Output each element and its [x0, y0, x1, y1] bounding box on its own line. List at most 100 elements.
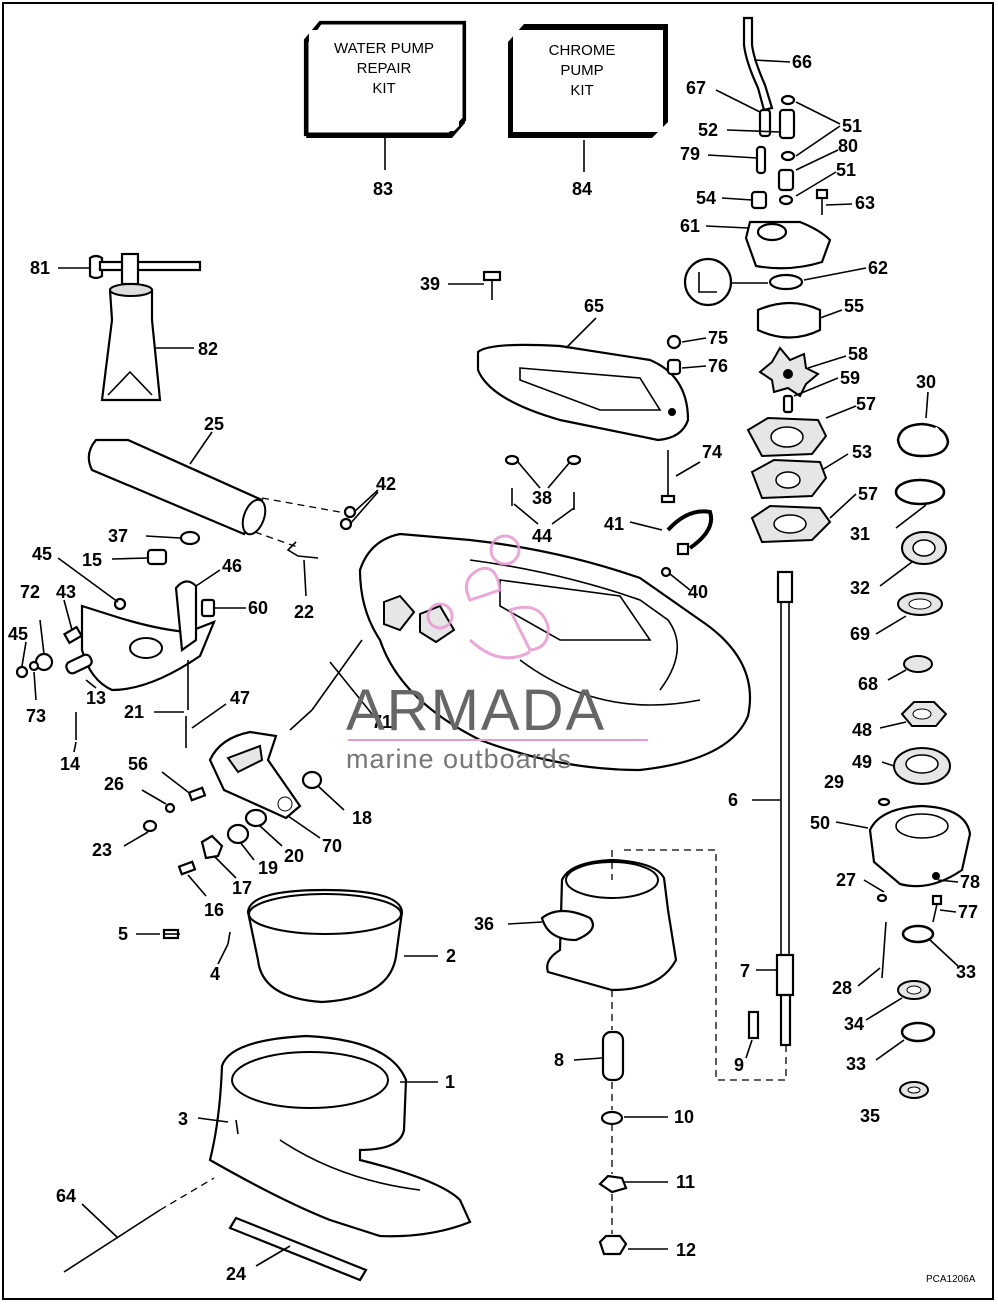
callout-67: 67 — [686, 78, 706, 98]
part-25-tube — [87, 438, 267, 536]
callout-9: 9 — [734, 1055, 744, 1075]
callout-22: 22 — [294, 602, 314, 622]
watermark-brand: ARMADA — [346, 678, 606, 743]
drawing-code: PCA1206A — [926, 1274, 976, 1285]
callout-numbers: 83 84 1 2 3 4 5 6 7 8 9 10 11 12 13 14 1… — [8, 52, 980, 1284]
callout-19: 19 — [258, 858, 278, 878]
callout-50: 50 — [810, 813, 830, 833]
callout-51-bottom: 51 — [836, 160, 856, 180]
water-pump-stack — [683, 16, 832, 544]
callout-79: 79 — [680, 144, 700, 164]
callout-33-top: 33 — [956, 962, 976, 982]
part-1-intake-housing — [208, 1034, 472, 1238]
callout-10: 10 — [674, 1107, 694, 1127]
callout-75: 75 — [708, 328, 728, 348]
callout-20: 20 — [284, 846, 304, 866]
callout-66: 66 — [792, 52, 812, 72]
callout-78: 78 — [960, 872, 980, 892]
kit-chrome-pump-line-2: PUMP — [560, 62, 603, 79]
callout-45-left: 45 — [8, 624, 28, 644]
part-2-liner — [246, 888, 404, 1004]
callout-25: 25 — [204, 414, 224, 434]
callout-53: 53 — [852, 442, 872, 462]
part-65-plate — [476, 343, 690, 442]
callout-27: 27 — [836, 870, 856, 890]
callout-62: 62 — [868, 258, 888, 278]
callout-55: 55 — [844, 296, 864, 316]
watermark-logo — [426, 534, 550, 660]
kit-water-pump-line-2: REPAIR — [357, 60, 412, 77]
part-24-strap — [228, 1216, 368, 1282]
callout-84: 84 — [572, 179, 592, 199]
part-64-pin — [63, 1209, 161, 1273]
callout-17: 17 — [232, 878, 252, 898]
callout-5: 5 — [118, 924, 128, 944]
callout-36: 36 — [474, 914, 494, 934]
callout-80: 80 — [838, 136, 858, 156]
callout-23: 23 — [92, 840, 112, 860]
callout-26: 26 — [104, 774, 124, 794]
callout-43: 43 — [56, 582, 76, 602]
callout-8: 8 — [554, 1050, 564, 1070]
callout-18: 18 — [352, 808, 372, 828]
kit-water-pump-line-1: WATER PUMP — [334, 40, 434, 57]
driveshaft — [775, 570, 795, 1047]
callout-2: 2 — [446, 946, 456, 966]
callout-56: 56 — [128, 754, 148, 774]
callout-42: 42 — [376, 474, 396, 494]
callout-57-bottom: 57 — [858, 484, 878, 504]
callout-45-top: 45 — [32, 544, 52, 564]
callout-4: 4 — [210, 964, 220, 984]
main-housing — [358, 532, 752, 772]
part-36-pump-housing — [540, 858, 678, 992]
hardware-small — [339, 270, 713, 578]
callout-65: 65 — [584, 296, 604, 316]
callout-35: 35 — [860, 1106, 880, 1126]
callout-12: 12 — [676, 1240, 696, 1260]
callout-70: 70 — [322, 836, 342, 856]
callout-76: 76 — [708, 356, 728, 376]
callout-21: 21 — [124, 702, 144, 722]
callout-15: 15 — [82, 550, 102, 570]
callout-24: 24 — [226, 1264, 246, 1284]
callout-49: 49 — [852, 752, 872, 772]
part-9 — [747, 1010, 760, 1040]
callout-59: 59 — [840, 368, 860, 388]
callout-77: 77 — [958, 902, 978, 922]
callout-29: 29 — [824, 772, 844, 792]
callout-7: 7 — [740, 961, 750, 981]
bearing-stack — [868, 422, 972, 1099]
callout-83: 83 — [373, 179, 393, 199]
callout-57-top: 57 — [856, 394, 876, 414]
watermark-tagline: marine outboards — [346, 744, 572, 774]
callout-52: 52 — [698, 120, 718, 140]
callout-28: 28 — [832, 978, 852, 998]
callout-69: 69 — [850, 624, 870, 644]
callout-61: 61 — [680, 216, 700, 236]
callout-41: 41 — [604, 514, 624, 534]
callout-40: 40 — [688, 582, 708, 602]
callout-51-top: 51 — [842, 116, 862, 136]
callout-81: 81 — [30, 258, 50, 278]
callout-13: 13 — [86, 688, 106, 708]
leader-lines — [21, 59, 959, 1267]
callout-11: 11 — [676, 1172, 695, 1192]
callout-71: 71 — [372, 712, 392, 732]
callout-16: 16 — [204, 900, 224, 920]
callout-64: 64 — [56, 1186, 76, 1206]
callout-46: 46 — [222, 556, 242, 576]
kit-chrome-pump: CHROME PUMP KIT — [508, 24, 668, 172]
callout-30: 30 — [916, 372, 936, 392]
callout-60: 60 — [248, 598, 268, 618]
callout-63: 63 — [855, 193, 875, 213]
callout-39: 39 — [420, 274, 440, 294]
callout-34: 34 — [844, 1014, 864, 1034]
callout-37: 37 — [108, 526, 128, 546]
callout-72: 72 — [20, 582, 40, 602]
callout-1: 1 — [445, 1072, 455, 1092]
callout-47: 47 — [230, 688, 250, 708]
callout-73: 73 — [26, 706, 46, 726]
callout-74: 74 — [702, 442, 722, 462]
